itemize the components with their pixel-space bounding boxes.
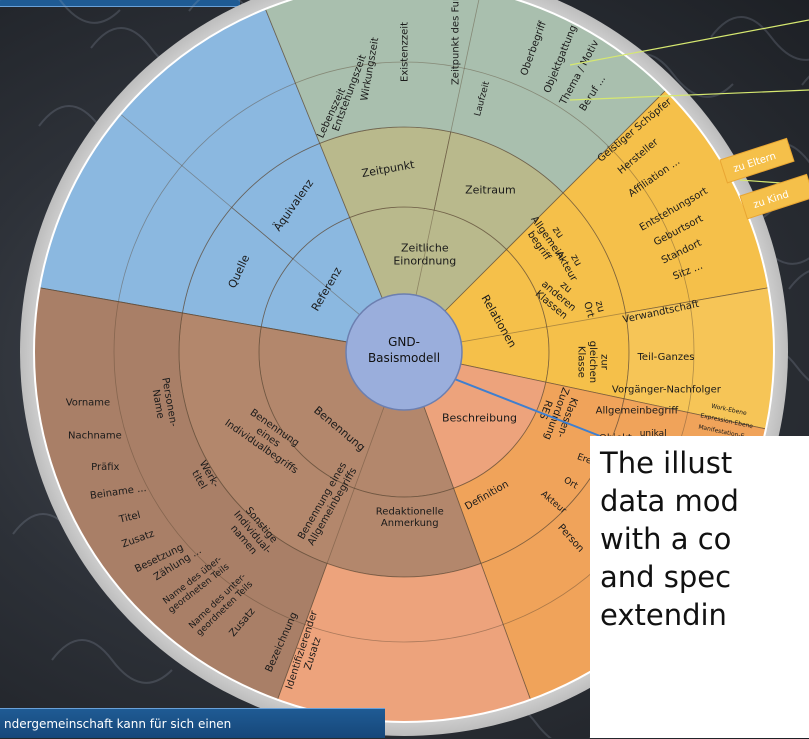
ring4-label-text: Vorname bbox=[66, 398, 110, 409]
texture-stroke bbox=[788, 270, 809, 290]
center-label-line1: GND- bbox=[388, 335, 420, 349]
spoke-divider bbox=[444, 90, 666, 312]
ring2-label-text: Ort bbox=[581, 301, 596, 319]
spoke-divider bbox=[460, 363, 766, 430]
spoke-divider bbox=[265, 8, 383, 299]
ring3-label-text: Vorgänger-Nachfolger bbox=[612, 384, 722, 395]
spoke-divider bbox=[415, 0, 480, 296]
ring2-label-text: zur bbox=[599, 354, 610, 371]
segment-zeitpunkt bbox=[319, 126, 452, 219]
ring4-label-text: Präfix bbox=[91, 462, 119, 473]
relation-tag bbox=[739, 173, 809, 220]
ring4-label: Titel bbox=[117, 510, 141, 526]
ring4-label-text: Existenzzeit bbox=[400, 22, 411, 82]
ring1-label-text: Zeitliche bbox=[401, 242, 449, 255]
caption-line: extendin bbox=[600, 598, 727, 632]
caption-line: data mod bbox=[600, 484, 739, 518]
ring1-label-text: Einordnung bbox=[393, 254, 456, 267]
ring2-label-text: gleichen bbox=[587, 341, 598, 383]
top-bar-fragment bbox=[0, 0, 240, 7]
callout-line bbox=[569, 19, 809, 66]
ring4-label-text: Nachname bbox=[68, 430, 122, 441]
pointer-line bbox=[451, 377, 601, 437]
ring3-label: Allgemeinbegriff bbox=[596, 406, 680, 417]
center-label-line2: Basismodell bbox=[368, 351, 440, 365]
ring2-label-text: zu bbox=[550, 225, 566, 241]
ring2-label-text: Zeitraum bbox=[465, 183, 516, 196]
ring4-label: Existenzzeit bbox=[400, 22, 411, 82]
caption-line: with a co bbox=[600, 522, 732, 556]
texture-stroke bbox=[801, 75, 809, 86]
ring1-label: Beschreibung bbox=[442, 411, 517, 424]
ring-divider bbox=[178, 126, 630, 578]
ring2-label: Zeitraum bbox=[465, 183, 516, 196]
spoke-divider bbox=[277, 406, 385, 700]
texture-stroke bbox=[51, 639, 173, 684]
spoke-divider bbox=[423, 406, 531, 700]
spoke-divider bbox=[461, 287, 769, 343]
ring2-label-text: Anmerkung bbox=[381, 518, 439, 529]
segment-relation-sub bbox=[505, 192, 630, 400]
relation-tag bbox=[719, 137, 795, 184]
callout-line bbox=[569, 89, 809, 101]
ring2-label-text: zu bbox=[568, 253, 583, 269]
spoke-divider bbox=[39, 287, 347, 343]
ring3-label-text: Teil-Ganzes bbox=[636, 352, 694, 363]
ring3-label: unikal bbox=[640, 429, 667, 439]
ring2-label-text: Redaktionelle bbox=[376, 507, 444, 518]
wheel-edge bbox=[33, 0, 775, 723]
ring4-label-text: Zeitpunkt des Fundes bbox=[450, 0, 461, 85]
wheel-divider-lines bbox=[33, 0, 775, 723]
ring3-label-text: Name bbox=[150, 389, 166, 420]
ring4-label: Vorname bbox=[66, 398, 110, 409]
ring4-label: Präfix bbox=[91, 462, 119, 473]
spoke-divider bbox=[120, 113, 360, 316]
spoke-divider bbox=[39, 287, 347, 343]
ring1-label-text: Beschreibung bbox=[442, 411, 517, 424]
ring2-label-text: zu bbox=[593, 300, 607, 314]
ring3-label-text: Allgemeinbegriff bbox=[596, 406, 680, 417]
ring3-label-text: unikal bbox=[640, 429, 667, 439]
texture-stroke bbox=[0, 0, 121, 24]
ring-divider bbox=[113, 61, 695, 643]
caption-line: The illust bbox=[600, 446, 733, 480]
ring4-label-text: Titel bbox=[117, 510, 141, 526]
ring3-label: Vorgänger-Nachfolger bbox=[612, 384, 722, 395]
caption-line: and spec bbox=[600, 560, 732, 594]
bottom-caption-strip: ndergemeinschaft kann für sich einen bbox=[0, 708, 385, 738]
texture-stroke bbox=[710, 16, 809, 61]
center-hub bbox=[345, 293, 463, 411]
ring3-label: Teil-Ganzes bbox=[636, 352, 694, 363]
segment-benennung-sub bbox=[178, 312, 482, 578]
ring4-label: Zeitpunkt des Fundes bbox=[450, 0, 461, 85]
ring4-label: Nachname bbox=[68, 430, 122, 441]
caption-overlay: The illust data mod with a co and spec e… bbox=[590, 436, 809, 738]
ring2-label-text: Klasse bbox=[576, 346, 587, 378]
ring-divider bbox=[258, 206, 550, 498]
